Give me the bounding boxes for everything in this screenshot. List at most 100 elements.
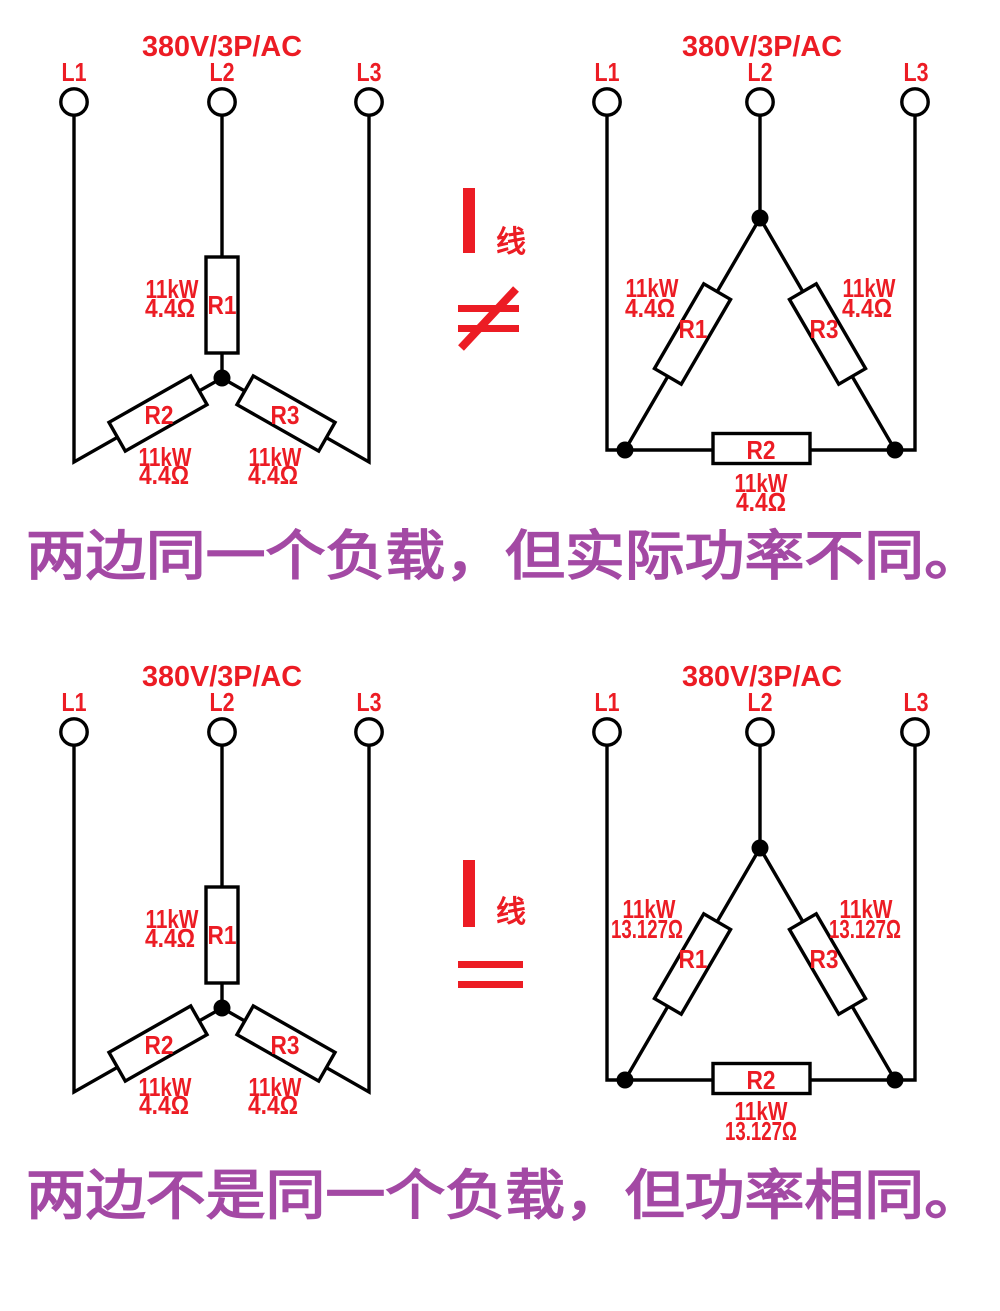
wye-circuit-bottom: 380V/3P/AC L1 L2 L3 R1 R2 R3 11kW 4.4Ω 1…: [59, 661, 384, 1120]
wye-circuit-top: 380V/3P/AC L1 L2 L3 R1 R2 R3 11kW 4.4Ω 1…: [59, 31, 384, 490]
delta-bottom-r1-label: R1: [679, 944, 708, 974]
delta-top-l3-terminal: [900, 87, 930, 117]
delta-bottom-r1-body: [652, 911, 733, 1017]
wye-bottom-l3-terminal: [354, 717, 384, 747]
delta-top-right-node: [886, 441, 904, 459]
wye-top-r2-power: 11kW: [139, 442, 192, 472]
delta-bottom-r3-res: 13.127Ω: [829, 914, 901, 944]
delta-circuit-top: 380V/3P/AC L1 L2 L3 R1 R3 R2 11kW 4.4Ω 1…: [592, 31, 930, 517]
wye-top-r1-power: 11kW: [146, 274, 199, 304]
delta-bottom-left-node: [616, 1071, 634, 1089]
wye-bottom-title: 380V/3P/AC: [142, 661, 302, 693]
wye-top-title: 380V/3P/AC: [142, 31, 302, 63]
wye-bottom-r2-label: R2: [145, 1030, 174, 1060]
delta-bottom-right-node: [886, 1071, 904, 1089]
delta-top-r2-power: 11kW: [735, 468, 788, 498]
delta-bottom-l2-label: L2: [748, 687, 773, 717]
delta-top-r1-res: 4.4Ω: [625, 293, 675, 323]
wye-bottom-r1-power: 11kW: [146, 904, 199, 934]
line-current-I-bottom: [463, 860, 475, 927]
wye-top-l3-label: L3: [357, 57, 382, 87]
wye-bottom-l1-terminal: [59, 717, 89, 747]
wye-top-l2-label: L2: [210, 57, 235, 87]
delta-bottom-title: 380V/3P/AC: [682, 661, 842, 693]
relation-top: 线: [458, 188, 526, 351]
relation-bottom: 线: [458, 860, 526, 988]
line-current-subscript-bottom: 线: [496, 896, 526, 929]
delta-top-r2-label: R2: [747, 435, 776, 465]
wye-top-l1-label: L1: [62, 57, 87, 87]
delta-bottom-r3-label: R3: [810, 944, 839, 974]
delta-top-r1-power: 11kW: [626, 273, 679, 303]
wye-top-r1-body: [204, 255, 240, 355]
delta-top-r1-label: R1: [679, 314, 708, 344]
delta-top-r3-label: R3: [810, 314, 839, 344]
delta-top-l2-label: L2: [748, 57, 773, 87]
wye-bottom-r3-body: [234, 1003, 338, 1084]
delta-bottom-l1-label: L1: [595, 687, 620, 717]
delta-bottom-l1-terminal: [592, 717, 622, 747]
wye-bottom-l3-label: L3: [357, 687, 382, 717]
wye-bottom-neutral-node: [213, 999, 231, 1017]
wye-top-r1-label: R1: [208, 290, 237, 320]
delta-bottom-r2-power: 11kW: [735, 1096, 788, 1126]
delta-bottom-r3-power: 11kW: [840, 894, 893, 924]
delta-top-title: 380V/3P/AC: [682, 31, 842, 63]
delta-bottom-l2-terminal: [745, 717, 775, 747]
wye-bottom-r3-label: R3: [271, 1030, 300, 1060]
delta-top-apex-node: [751, 209, 769, 227]
delta-top-r3-power: 11kW: [843, 273, 896, 303]
not-equal-top-bar: [458, 305, 519, 312]
delta-top-r3-body: [787, 281, 868, 387]
delta-circuit-bottom: 380V/3P/AC L1 L2 L3 R1 R3 R2 11kW 13.127…: [592, 661, 930, 1146]
delta-bottom-l3-label: L3: [904, 687, 929, 717]
wye-top-r3-label: R3: [271, 400, 300, 430]
wye-top-r3-power: 11kW: [249, 442, 302, 472]
delta-bottom-r2-body: [711, 1061, 812, 1096]
wye-bottom-r2-res: 4.4Ω: [139, 1090, 189, 1120]
equal-bottom-bar: [458, 981, 523, 988]
delta-bottom-apex-node: [751, 839, 769, 857]
delta-top-l1-label: L1: [595, 57, 620, 87]
wye-bottom-l1-label: L1: [62, 687, 87, 717]
line-current-I-top: [463, 188, 475, 253]
delta-bottom-r3-body: [787, 911, 868, 1017]
delta-bottom-r1-res: 13.127Ω: [611, 914, 683, 944]
delta-bottom-r2-label: R2: [747, 1065, 776, 1095]
wye-bottom-r3-res: 4.4Ω: [248, 1090, 298, 1120]
delta-top-l3-label: L3: [904, 57, 929, 87]
wye-bottom-r2-body: [106, 1003, 210, 1084]
caption-top: 两边同一个负载，但实际功率不同。: [26, 527, 984, 587]
delta-top-r3-res: 4.4Ω: [842, 293, 892, 323]
delta-top-r1-body: [652, 281, 733, 387]
delta-bottom-r2-res: 13.127Ω: [725, 1116, 797, 1146]
delta-top-r2-res: 4.4Ω: [736, 487, 786, 517]
wye-top-r2-label: R2: [145, 400, 174, 430]
line-current-subscript-top: 线: [496, 226, 526, 259]
wye-top-r3-res: 4.4Ω: [248, 460, 298, 490]
delta-top-l2-terminal: [745, 87, 775, 117]
equal-top-bar: [458, 961, 523, 968]
wye-top-r1-res: 4.4Ω: [145, 293, 195, 323]
wye-top-r2-res: 4.4Ω: [139, 460, 189, 490]
not-equal-slash: [458, 286, 519, 351]
wye-bottom-r2-power: 11kW: [139, 1072, 192, 1102]
wye-top-r2-body: [106, 373, 210, 454]
delta-bottom-l3-terminal: [900, 717, 930, 747]
wye-bottom-l2-label: L2: [210, 687, 235, 717]
delta-bottom-r1-power: 11kW: [623, 894, 676, 924]
wye-bottom-l2-terminal: [207, 717, 237, 747]
wye-top-r3-body: [234, 373, 338, 454]
wye-bottom-r1-res: 4.4Ω: [145, 923, 195, 953]
delta-top-r2-body: [711, 431, 812, 466]
wye-bottom-r3-power: 11kW: [249, 1072, 302, 1102]
not-equal-symbol: [458, 286, 519, 351]
caption-bottom: 两边不是同一个负载，但功率相同。: [26, 1166, 984, 1226]
not-equal-bottom-bar: [458, 325, 519, 332]
wye-top-neutral-node: [213, 369, 231, 387]
wye-top-l1-terminal: [59, 87, 89, 117]
wye-top-l3-terminal: [354, 87, 384, 117]
